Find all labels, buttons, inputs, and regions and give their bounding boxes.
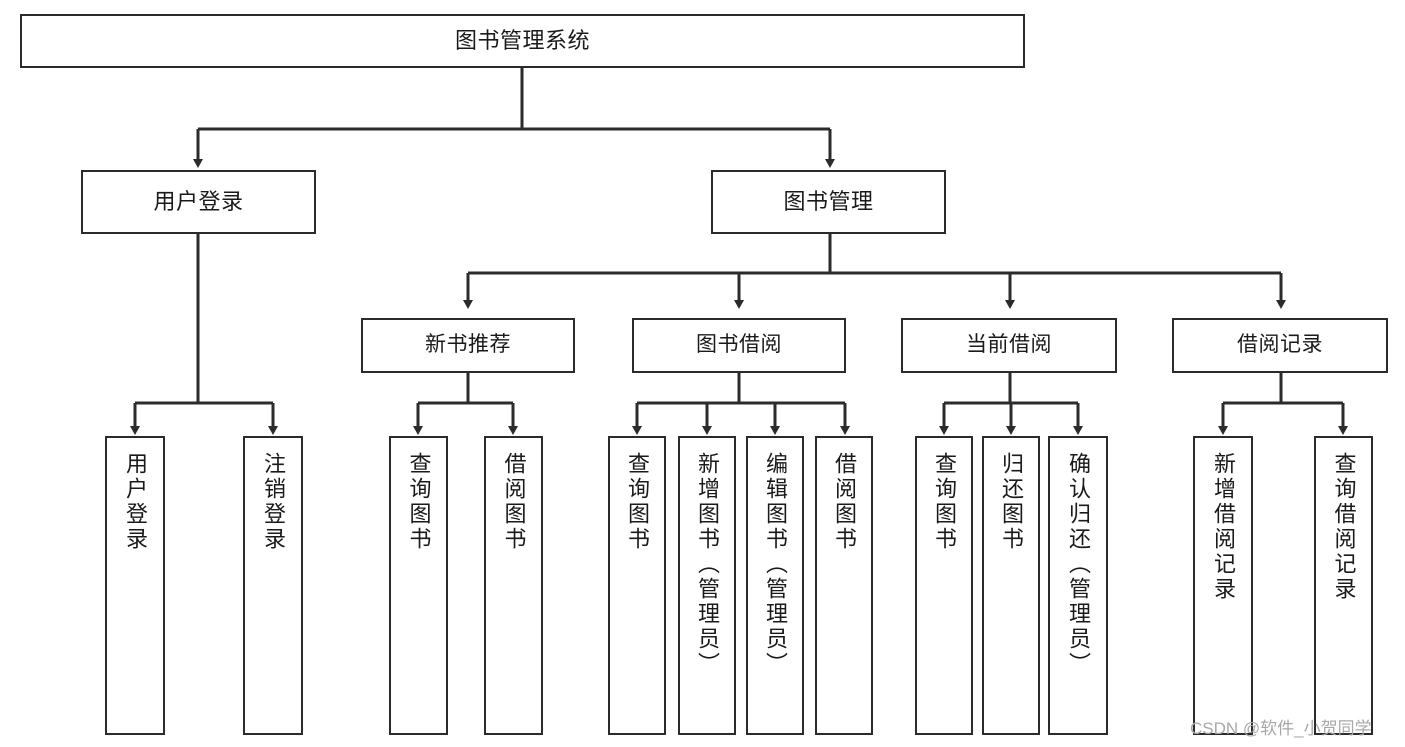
- node-new-book-recommend[interactable]: 新书推荐: [361, 318, 575, 373]
- node-leaf-query-book-borrow[interactable]: 查询图书: [608, 436, 666, 735]
- node-leaf-edit-book[interactable]: 编辑图书（管理员）: [746, 436, 804, 735]
- node-leaf-logout[interactable]: 注销登录: [243, 436, 303, 735]
- node-label: 归还图书: [999, 452, 1024, 552]
- node-label: 图书管理: [783, 189, 874, 215]
- node-label: 编辑图书（管理员）: [763, 452, 788, 677]
- node-user-login[interactable]: 用户登录: [81, 170, 316, 234]
- node-label: 注销登录: [261, 452, 286, 552]
- node-leaf-query-book-current[interactable]: 查询图书: [915, 436, 973, 735]
- node-leaf-borrow-book[interactable]: 借阅图书: [815, 436, 873, 735]
- node-label: 查询图书: [932, 452, 957, 552]
- node-label: 新增借阅记录: [1211, 452, 1236, 602]
- node-label: 查询借阅记录: [1331, 452, 1357, 602]
- node-leaf-add-borrow-record[interactable]: 新增借阅记录: [1193, 436, 1253, 735]
- node-leaf-return-book[interactable]: 归还图书: [982, 436, 1040, 735]
- node-book-manage[interactable]: 图书管理: [711, 170, 946, 234]
- node-leaf-add-book[interactable]: 新增图书（管理员）: [678, 436, 736, 735]
- node-leaf-query-borrow-record[interactable]: 查询借阅记录: [1314, 436, 1373, 735]
- node-label: 查询图书: [625, 452, 650, 552]
- node-label: 借阅记录: [1237, 333, 1323, 357]
- node-label: 图书借阅: [696, 333, 782, 357]
- node-label: 用户登录: [153, 189, 244, 215]
- node-label: 新增图书（管理员）: [695, 452, 720, 677]
- node-label: 新书推荐: [425, 333, 511, 357]
- csdn-watermark: CSDN @软件_小贺同学: [1190, 719, 1372, 738]
- node-label: 图书管理系统: [454, 28, 590, 54]
- node-label: 查询图书: [406, 452, 432, 552]
- node-label: 确认归还（管理员）: [1066, 452, 1091, 677]
- node-label: 当前借阅: [966, 333, 1052, 357]
- node-root-book-management-system[interactable]: 图书管理系统: [20, 14, 1025, 68]
- node-borrow-record[interactable]: 借阅记录: [1172, 318, 1388, 373]
- node-leaf-confirm-return[interactable]: 确认归还（管理员）: [1048, 436, 1108, 735]
- node-label: 用户登录: [123, 452, 148, 552]
- node-leaf-user-login[interactable]: 用户登录: [105, 436, 165, 735]
- node-leaf-query-book-recommend[interactable]: 查询图书: [389, 436, 448, 735]
- node-current-borrow[interactable]: 当前借阅: [901, 318, 1117, 373]
- node-leaf-borrow-book-recommend[interactable]: 借阅图书: [484, 436, 543, 735]
- node-label: 借阅图书: [832, 452, 857, 552]
- node-label: 借阅图书: [501, 452, 527, 552]
- node-book-borrow[interactable]: 图书借阅: [632, 318, 846, 373]
